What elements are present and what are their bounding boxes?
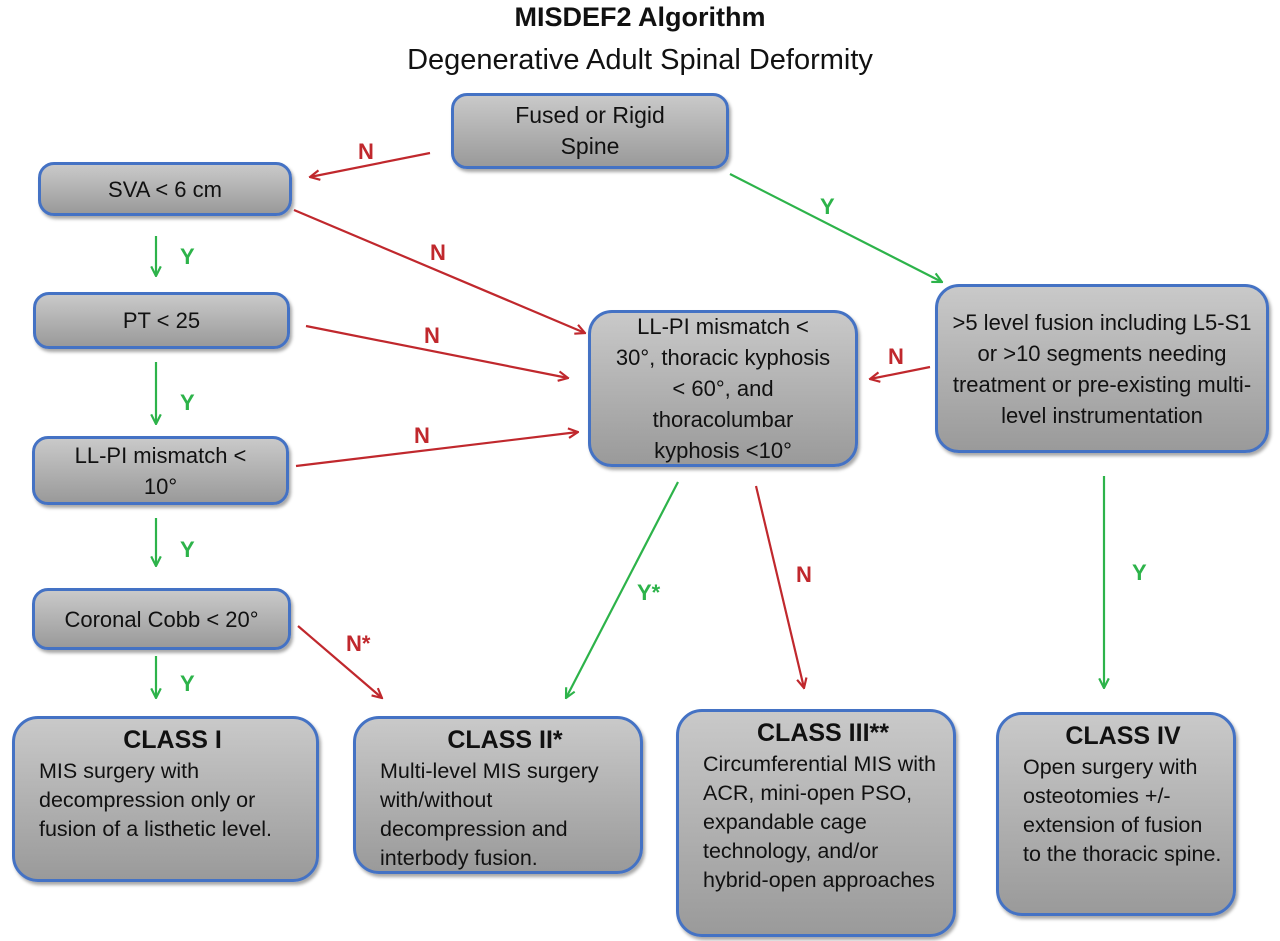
label-cobb-class1: Y	[180, 671, 195, 696]
label-center-class2: Y*	[637, 580, 661, 605]
class-3-desc: Circumferential MIS with ACR, mini-open …	[703, 752, 936, 892]
class-2-title: CLASS II*	[447, 726, 563, 754]
arrow-fused-to-fusion	[729, 173, 942, 282]
class-4-title: CLASS IV	[1065, 722, 1181, 750]
arrow-center-to-class3	[754, 485, 804, 688]
node-llpi-10-text: LL-PI mismatch < 10°	[74, 442, 247, 499]
arrow-pt-to-center	[305, 324, 568, 378]
label-center-class3: N	[796, 562, 812, 587]
class-2-box: CLASS II* Multi-level MIS surgery with/w…	[353, 716, 643, 874]
node-center-text: LL-PI mismatch < 30°, thoracic kyphosis …	[615, 314, 831, 463]
class-1-desc: MIS surgery with decompression only or f…	[39, 759, 273, 841]
arrow-fused-to-sva	[310, 151, 431, 177]
label-cobb-class2: N*	[346, 631, 371, 656]
node-center-criteria: LL-PI mismatch < 30°, thoracic kyphosis …	[588, 310, 858, 467]
class-3-title: CLASS III**	[757, 719, 889, 747]
class-3-box: CLASS III** Circumferential MIS with ACR…	[676, 709, 956, 937]
arrow-fusion-to-center	[870, 365, 931, 379]
node-fusion-text: >5 level fusion including L5-S1 or >10 s…	[952, 309, 1252, 428]
arrow-center-to-class2	[566, 481, 679, 698]
label-fused-fusion: Y	[820, 194, 835, 219]
node-cobb-text: Coronal Cobb < 20°	[64, 606, 259, 632]
node-fused-rigid-spine: Fused or Rigid Spine	[451, 93, 729, 169]
class-1-title: CLASS I	[123, 726, 222, 754]
label-sva-pt: Y	[180, 244, 195, 269]
node-llpi-10: LL-PI mismatch < 10°	[32, 436, 289, 505]
label-fusion-class4: Y	[1132, 560, 1147, 585]
node-sva-text: SVA < 6 cm	[108, 176, 222, 202]
label-sva-center: N	[430, 240, 446, 265]
label-pt-center: N	[424, 323, 440, 348]
node-pt-text: PT < 25	[122, 308, 201, 333]
arrow-cobb-to-class2	[297, 625, 382, 698]
node-sva: SVA < 6 cm	[38, 162, 292, 216]
node-pt: PT < 25	[33, 292, 290, 349]
node-multilevel-fusion: >5 level fusion including L5-S1 or >10 s…	[935, 284, 1269, 453]
label-llpi-center: N	[414, 423, 430, 448]
label-llpi-cobb: Y	[180, 537, 195, 562]
class-4-box: CLASS IV Open surgery with osteotomies +…	[996, 712, 1236, 916]
node-coronal-cobb: Coronal Cobb < 20°	[32, 588, 291, 650]
class-4-desc: Open surgery with osteotomies +/- extens…	[1023, 755, 1222, 866]
label-fusion-center: N	[888, 344, 904, 369]
arrow-sva-to-center	[293, 208, 585, 333]
node-fused-text: Fused or Rigid Spine	[515, 102, 665, 159]
arrow-llpi-to-center	[295, 432, 578, 468]
diagram-subtitle: Degenerative Adult Spinal Deformity	[407, 44, 873, 76]
class-2-desc: Multi-level MIS surgery with/without dec…	[380, 759, 599, 870]
label-fused-sva: N	[358, 139, 374, 164]
class-1-box: CLASS I MIS surgery with decompression o…	[12, 716, 319, 882]
diagram-title: MISDEF2 Algorithm	[514, 2, 766, 32]
label-pt-llpi: Y	[180, 390, 195, 415]
